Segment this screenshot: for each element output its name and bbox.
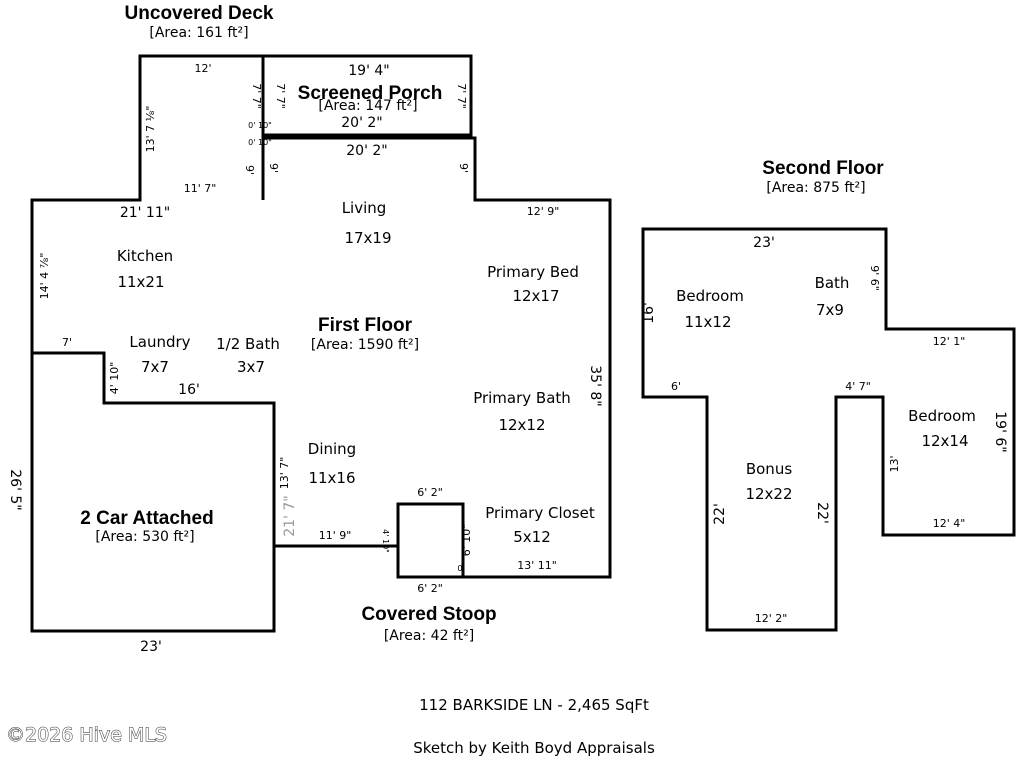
dim-sf-notch-right: 4' 7": [845, 380, 871, 393]
first-floor-area: [Area: 1590 ft²]: [311, 337, 419, 353]
second-floor-outline: [641, 227, 1016, 632]
uncovered-deck-title: Uncovered Deck: [125, 3, 274, 24]
room-living-name: Living: [342, 199, 387, 217]
first-floor-title: First Floor: [318, 315, 413, 336]
covered-stoop-area: [Area: 42 ft²]: [384, 628, 474, 644]
dim-sf-bed-bottom: 12' 4": [933, 517, 966, 530]
dim-laundry-left: 4' 10": [108, 362, 121, 395]
room-kitchen-size: 11x21: [117, 273, 164, 291]
dim-dining-left-gray: 21' 7": [282, 495, 298, 536]
room-bonus-name: Bonus: [746, 460, 792, 478]
second-floor-area: [Area: 875 ft²]: [766, 180, 865, 196]
dim-deck-stub: 9': [243, 165, 256, 175]
dim-kitchen-left: 14' 4 ⅞": [38, 253, 51, 300]
dim-porch-top: 19' 4": [348, 63, 389, 79]
second-floor-title: Second Floor: [762, 158, 884, 179]
car-attached-title: 2 Car Attached: [80, 508, 213, 529]
dim-porch-bottom: 20' 2": [346, 143, 387, 159]
dim-house-top-right: 12' 9": [527, 205, 560, 218]
footer-credit: Sketch by Keith Boyd Appraisals: [413, 739, 655, 757]
footer: 112 BARKSIDE LN - 2,465 SqFt Sketch by K…: [6, 696, 655, 757]
dim-stoop-bottom: 6' 2": [417, 582, 443, 595]
uncovered-deck-area: [Area: 161 ft²]: [149, 25, 248, 41]
room-laundry-name: Laundry: [129, 333, 190, 351]
garage-outline: [30, 351, 276, 633]
dim-sf-bed-left: 13': [888, 455, 901, 472]
room-kitchen-name: Kitchen: [117, 247, 173, 265]
dim-house-top-left: 21' 11": [120, 205, 170, 221]
room-primary-bed-name: Primary Bed: [487, 263, 579, 281]
covered-stoop-title: Covered Stoop: [361, 604, 496, 625]
dim-porch-bottom-inner: 20' 2": [341, 115, 382, 131]
dim-sf-right-top: 12' 1": [933, 335, 966, 348]
covered-stoop-outline: [396, 502, 465, 579]
room-primary-closet-size: 5x12: [513, 528, 551, 546]
dim-sf-notch-left: 6': [671, 380, 681, 393]
dim-living-stub-left: 9': [267, 163, 280, 173]
room-living-size: 17x19: [344, 229, 391, 247]
dim-sf-bonus-bottom: 12' 2": [755, 612, 788, 625]
room-bath-2-size: 7x9: [816, 301, 844, 319]
dim-sf-bonus-right: 22': [814, 502, 830, 524]
dim-sf-top: 23': [753, 235, 775, 251]
room-bedroom-left-size: 11x12: [684, 313, 731, 331]
car-attached-area: [Area: 530 ft²]: [95, 529, 194, 545]
screened-porch-outline: [261, 54, 473, 137]
dim-closet-bottom: 13' 11": [517, 559, 557, 572]
screened-porch-title: Screened Porch: [298, 83, 443, 104]
dim-garage-bottom: 23': [140, 639, 162, 655]
dim-living-stub-right: 9': [457, 163, 470, 173]
dim-sf-bath-right: 9' 6": [868, 265, 881, 291]
screened-porch-area: [Area: 147 ft²]: [318, 98, 417, 114]
dim-sf-bonus-left: 22': [712, 503, 728, 525]
dim-laundry-bottom: 16': [178, 382, 200, 398]
dim-deck-bottom: 11' 7": [184, 182, 217, 195]
room-dining-size: 11x16: [308, 469, 355, 487]
room-labels: Living 17x19 Kitchen 11x21 Primary Bed 1…: [117, 199, 976, 546]
room-bedroom-left-name: Bedroom: [676, 287, 744, 305]
dim-sf-left: 16': [641, 302, 657, 324]
dim-laundry-top: 7': [62, 336, 72, 349]
mls-watermark: ©2026 Hive MLS: [6, 724, 167, 746]
dim-house-right: 35' 8": [587, 365, 603, 406]
dim-deck-top: 12': [194, 62, 211, 75]
room-primary-closet-name: Primary Closet: [485, 504, 595, 522]
dim-deck-inner: 7' 7": [250, 83, 263, 109]
room-primary-bath-name: Primary Bath: [473, 389, 571, 407]
dim-porch-left: 7' 7": [274, 83, 287, 109]
dim-dining-left: 13' 7": [278, 457, 291, 490]
room-primary-bed-size: 12x17: [512, 287, 559, 305]
dim-stoop-zero: 0': [457, 564, 464, 573]
dim-porch-right: 7' 7": [455, 83, 468, 109]
dim-sf-bed-right: 19' 6": [992, 411, 1008, 452]
dim-stoop-left: 4' 10": [381, 529, 390, 553]
dim-stoop-right: 6' 10": [460, 524, 473, 557]
room-primary-bath-size: 12x12: [498, 416, 545, 434]
dim-small-a: 0' 10": [248, 121, 272, 130]
room-bonus-size: 12x22: [745, 485, 792, 503]
main-house-outline: [30, 54, 612, 579]
first-floor-walls: [30, 54, 612, 633]
room-half-bath-name: 1/2 Bath: [216, 335, 280, 353]
laundry-notch-wall: [30, 351, 276, 548]
room-bedroom-right-size: 12x14: [921, 432, 968, 450]
second-floor-dimensions: 23' 16' 9' 6" 12' 1" 6' 4' 7" 19' 6" 13'…: [641, 235, 1008, 625]
dim-garage-left: 26' 5": [7, 469, 23, 510]
area-labels: Uncovered Deck [Area: 161 ft²] Screened …: [80, 3, 884, 644]
second-floor-walls: [641, 227, 1016, 632]
room-bath-2-name: Bath: [815, 274, 850, 292]
dim-stoop-top: 6' 2": [417, 486, 443, 499]
room-bedroom-right-name: Bedroom: [908, 407, 976, 425]
dim-small-b: 0' 10": [248, 138, 272, 147]
room-laundry-size: 7x7: [141, 358, 169, 376]
first-floor-dimensions: 12' 19' 4" 7' 7" 7' 7" 7' 7" 13' 7 ⅛" 20…: [7, 62, 603, 655]
footer-address: 112 BARKSIDE LN - 2,465 SqFt: [419, 696, 649, 714]
room-dining-name: Dining: [308, 440, 356, 458]
dim-deck-left: 13' 7 ⅛": [144, 106, 157, 153]
dim-dining-bottom: 11' 9": [319, 529, 352, 542]
room-half-bath-size: 3x7: [237, 358, 265, 376]
